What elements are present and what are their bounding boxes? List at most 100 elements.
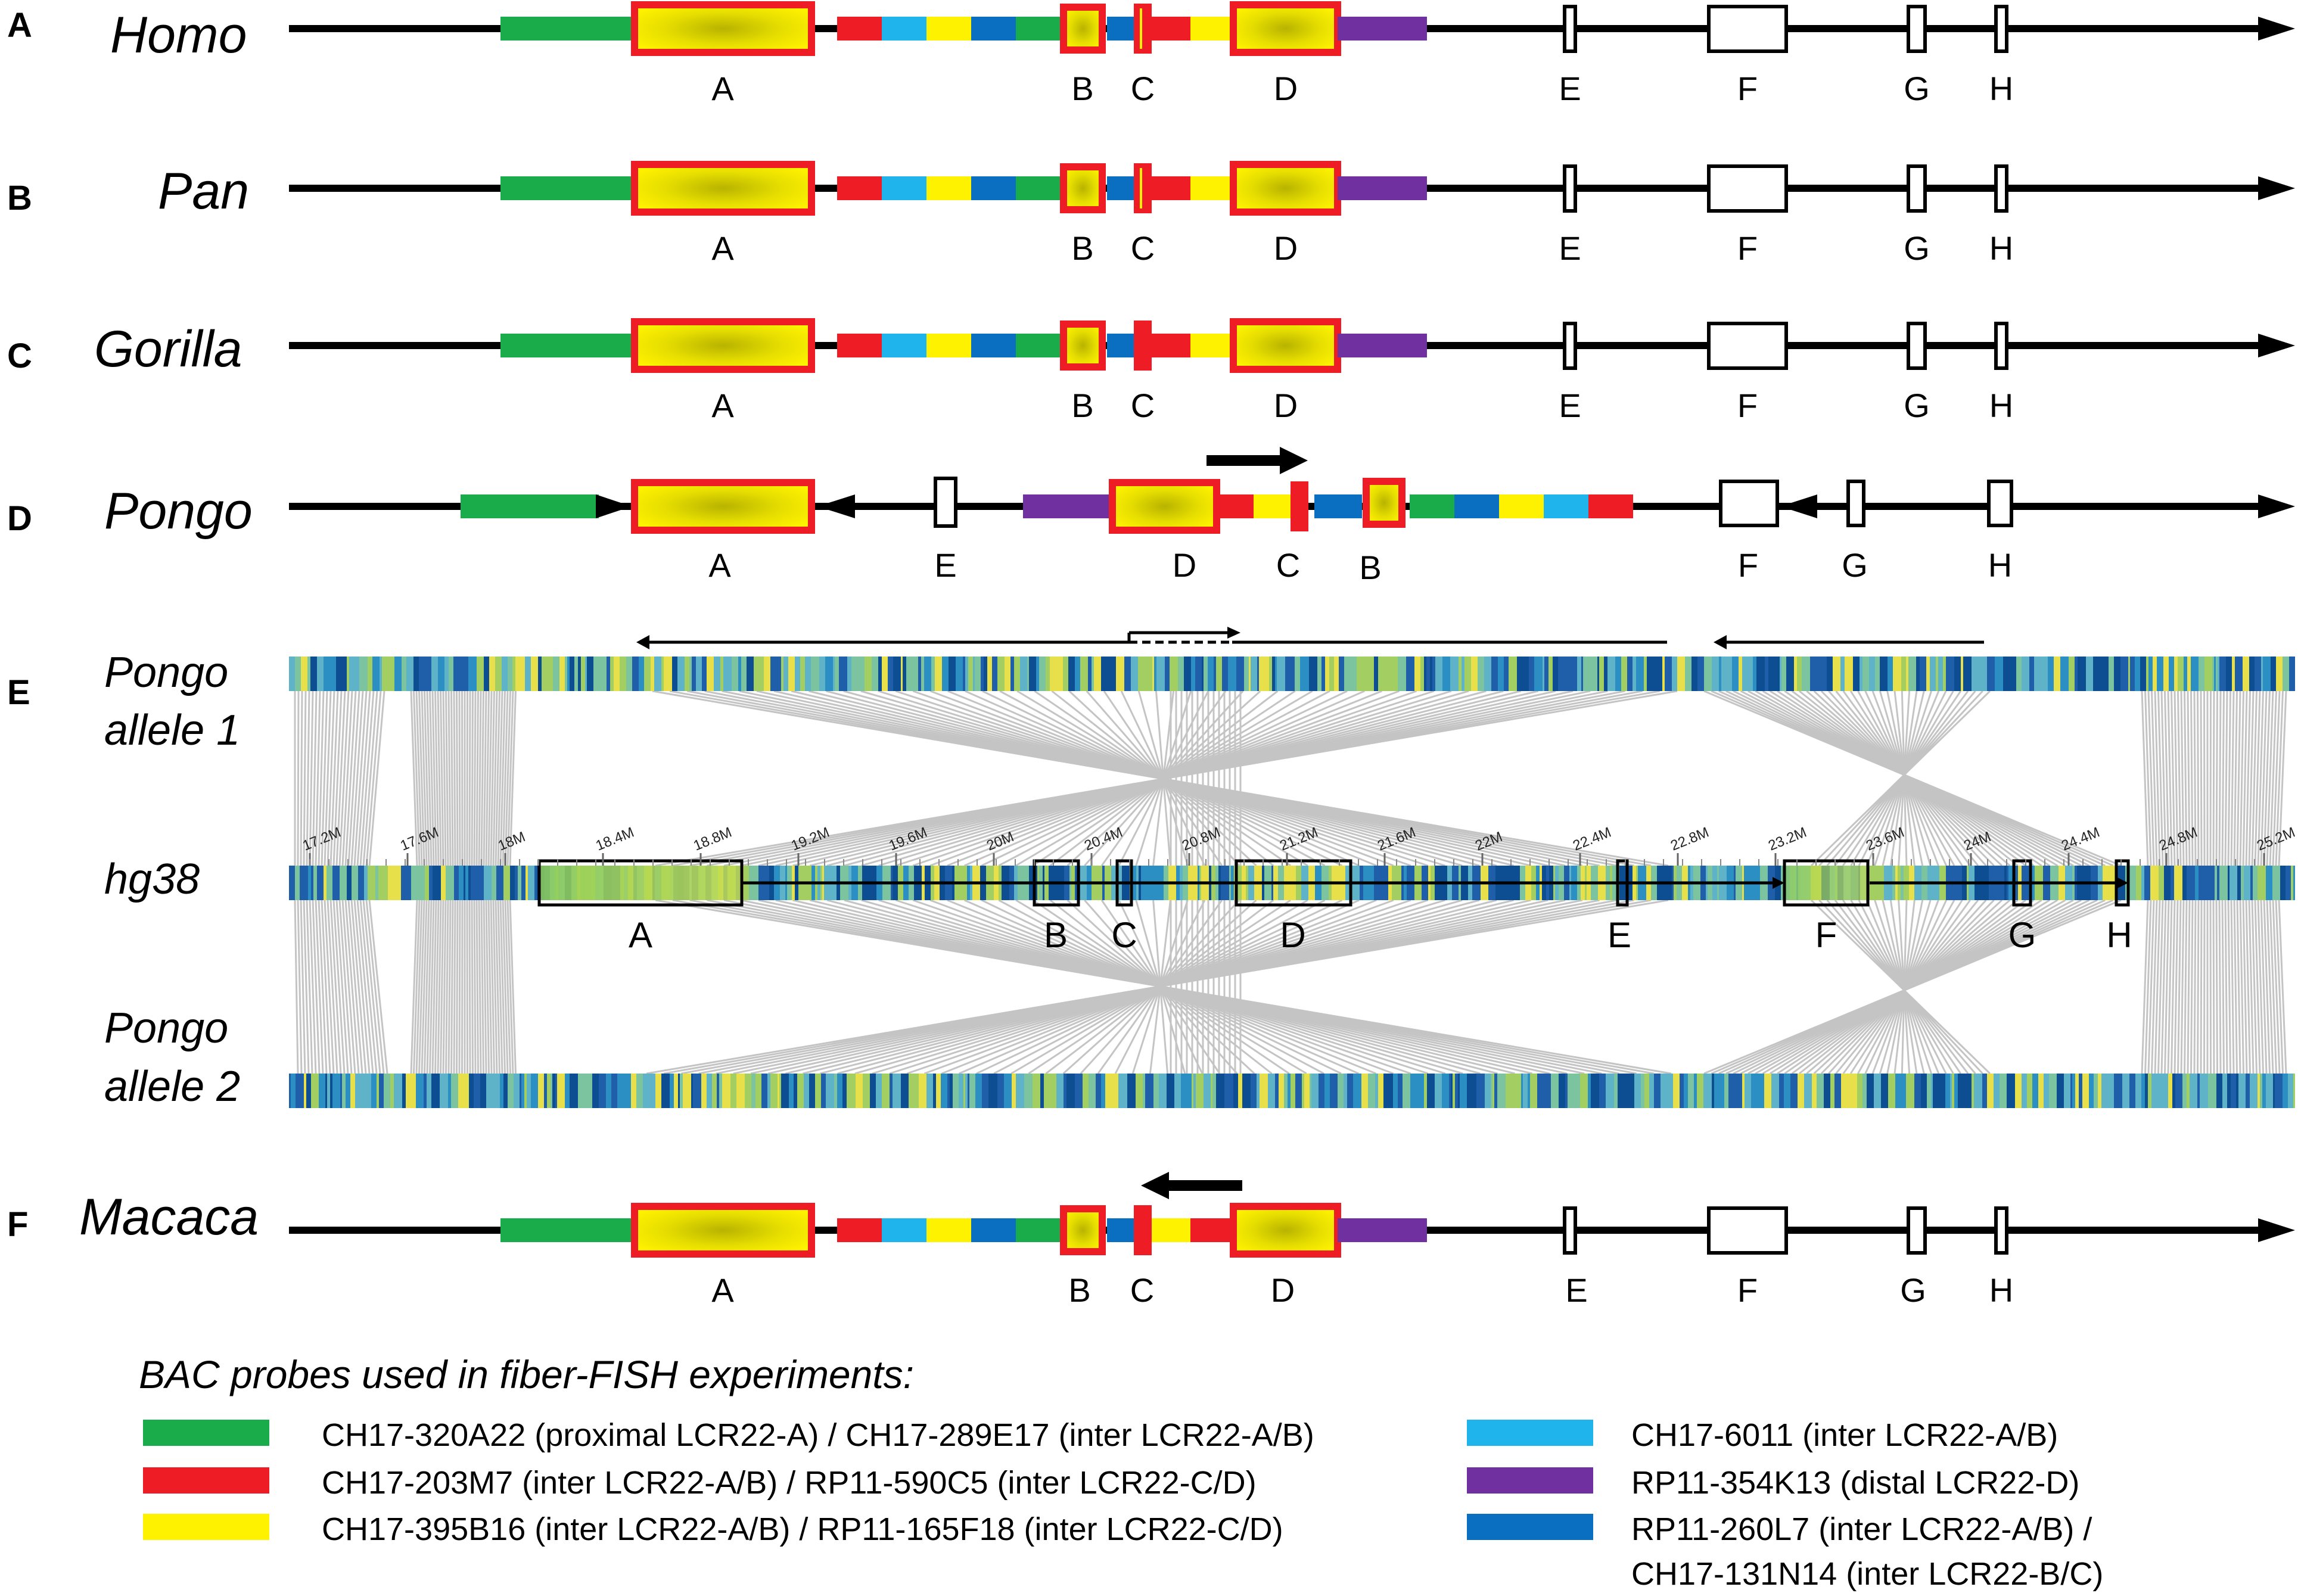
alignment-stripe [449, 657, 453, 691]
panel-b-lcr-labels: A B C D E F G H [711, 229, 2013, 267]
alignment-stripe [1673, 1074, 1675, 1108]
alignment-stripe [973, 657, 975, 691]
alignment-stripe [1338, 1074, 1344, 1108]
alignment-stripe [1387, 1074, 1393, 1108]
alignment-stripe [349, 657, 356, 691]
alignment-stripe [2048, 657, 2054, 691]
alignment-stripe [1898, 1074, 1906, 1108]
alignment-stripe [567, 657, 570, 691]
panel-c-lcr-labels: A B C D E F G H [711, 387, 2013, 424]
alignment-stripe [1143, 1074, 1145, 1108]
alignment-stripe [865, 657, 872, 691]
alignment-stripe [1530, 1074, 1534, 1108]
alignment-stripe [1728, 1074, 1735, 1108]
synteny-line [506, 900, 514, 1074]
alignment-stripe [2288, 1074, 2293, 1108]
alignment-stripe [346, 1074, 350, 1108]
synteny-line [306, 690, 310, 866]
alignment-stripe [754, 657, 757, 691]
synteny-line [2144, 900, 2152, 1074]
alignment-stripe [882, 1074, 890, 1108]
alignment-stripe [623, 1074, 631, 1108]
alignment-stripe [956, 657, 963, 691]
alignment-stripe [559, 657, 565, 691]
alignment-stripe [411, 866, 418, 900]
alignment-stripe [1591, 1074, 1599, 1108]
alignment-stripe [1827, 657, 1833, 691]
synteny-line [347, 900, 363, 1074]
alignment-stripe [1654, 657, 1660, 691]
alignment-stripe [826, 1074, 834, 1108]
alignment-stripe [658, 657, 661, 691]
allele2-label-line2: allele 2 [104, 1063, 240, 1110]
legend-swatch [1467, 1467, 1593, 1494]
synteny-line [353, 900, 371, 1074]
synteny-line [2193, 690, 2197, 866]
alignment-stripe [317, 657, 324, 691]
alignment-stripe [1124, 657, 1131, 691]
alignment-stripe [1116, 657, 1124, 691]
alignment-stripe [1494, 1074, 1497, 1108]
alignment-stripe [1040, 1074, 1044, 1108]
alignment-stripe [1234, 657, 1236, 691]
alignment-stripe [1458, 1074, 1460, 1108]
alignment-stripe [1506, 1074, 1512, 1108]
alignment-stripe [1895, 1074, 1898, 1108]
alignment-stripe [2263, 657, 2271, 691]
alignment-stripe [406, 1074, 409, 1108]
alignment-stripe [2064, 1074, 2070, 1108]
alignment-stripe [1310, 1074, 1311, 1108]
alignment-stripe [1691, 657, 1697, 691]
synteny-line [499, 690, 506, 866]
alignment-stripe [2164, 866, 2166, 900]
lcr-label-b: B [1044, 915, 1068, 955]
lcr-label-d: D [1271, 1271, 1295, 1309]
alignment-stripe [458, 1074, 466, 1108]
alignment-stripe [474, 1074, 480, 1108]
alignment-stripe [1071, 1074, 1075, 1108]
alignment-stripe [339, 657, 347, 691]
alignment-stripe [515, 866, 518, 900]
alignment-stripe [557, 1074, 565, 1108]
alignment-stripe [2148, 1074, 2151, 1108]
alignment-stripe [1426, 657, 1430, 691]
alignment-stripe [1704, 657, 1712, 691]
alignment-stripe [643, 1074, 651, 1108]
alignment-stripe [903, 657, 906, 691]
alignment-stripe [1275, 1074, 1279, 1108]
alignment-stripe [717, 1074, 719, 1108]
synteny-line [473, 690, 477, 866]
alignment-stripe [783, 657, 788, 691]
synteny-line [2180, 900, 2185, 1074]
alignment-stripe [352, 866, 358, 900]
alignment-stripe [1662, 657, 1665, 691]
alignment-stripe [469, 1074, 474, 1108]
lcr-label-e: E [1559, 387, 1581, 424]
synteny-line [461, 690, 464, 866]
alignment-stripe [1926, 657, 1930, 691]
alignment-stripe [2226, 657, 2232, 691]
alignment-stripe [1654, 1074, 1661, 1108]
alignment-stripe [1101, 1074, 1105, 1108]
alignment-stripe [992, 657, 997, 691]
alignment-stripe [462, 657, 468, 691]
alignment-stripe [1764, 1074, 1771, 1108]
alignment-stripe [800, 657, 805, 691]
alignment-stripe [1427, 1074, 1435, 1108]
synteny-line [495, 900, 500, 1074]
alignment-stripe [1607, 657, 1615, 691]
alignment-stripe [743, 1074, 745, 1108]
alignment-stripe [419, 657, 425, 691]
alignment-stripe [1906, 1074, 1914, 1108]
alignment-stripe [359, 657, 368, 691]
synteny-line [2144, 690, 2152, 866]
alignment-stripe [1644, 1074, 1647, 1108]
synteny-line [2254, 690, 2261, 866]
synteny-line [490, 900, 495, 1074]
alignment-stripe [458, 657, 462, 691]
legend-label: CH17-395B16 (inter LCR22-A/B) / RP11-165… [322, 1511, 1283, 1547]
synteny-line [415, 690, 423, 866]
lcr-label-h: H [1988, 546, 2012, 584]
alignment-stripe [570, 1074, 578, 1108]
panel-d-letter: D [7, 499, 32, 538]
